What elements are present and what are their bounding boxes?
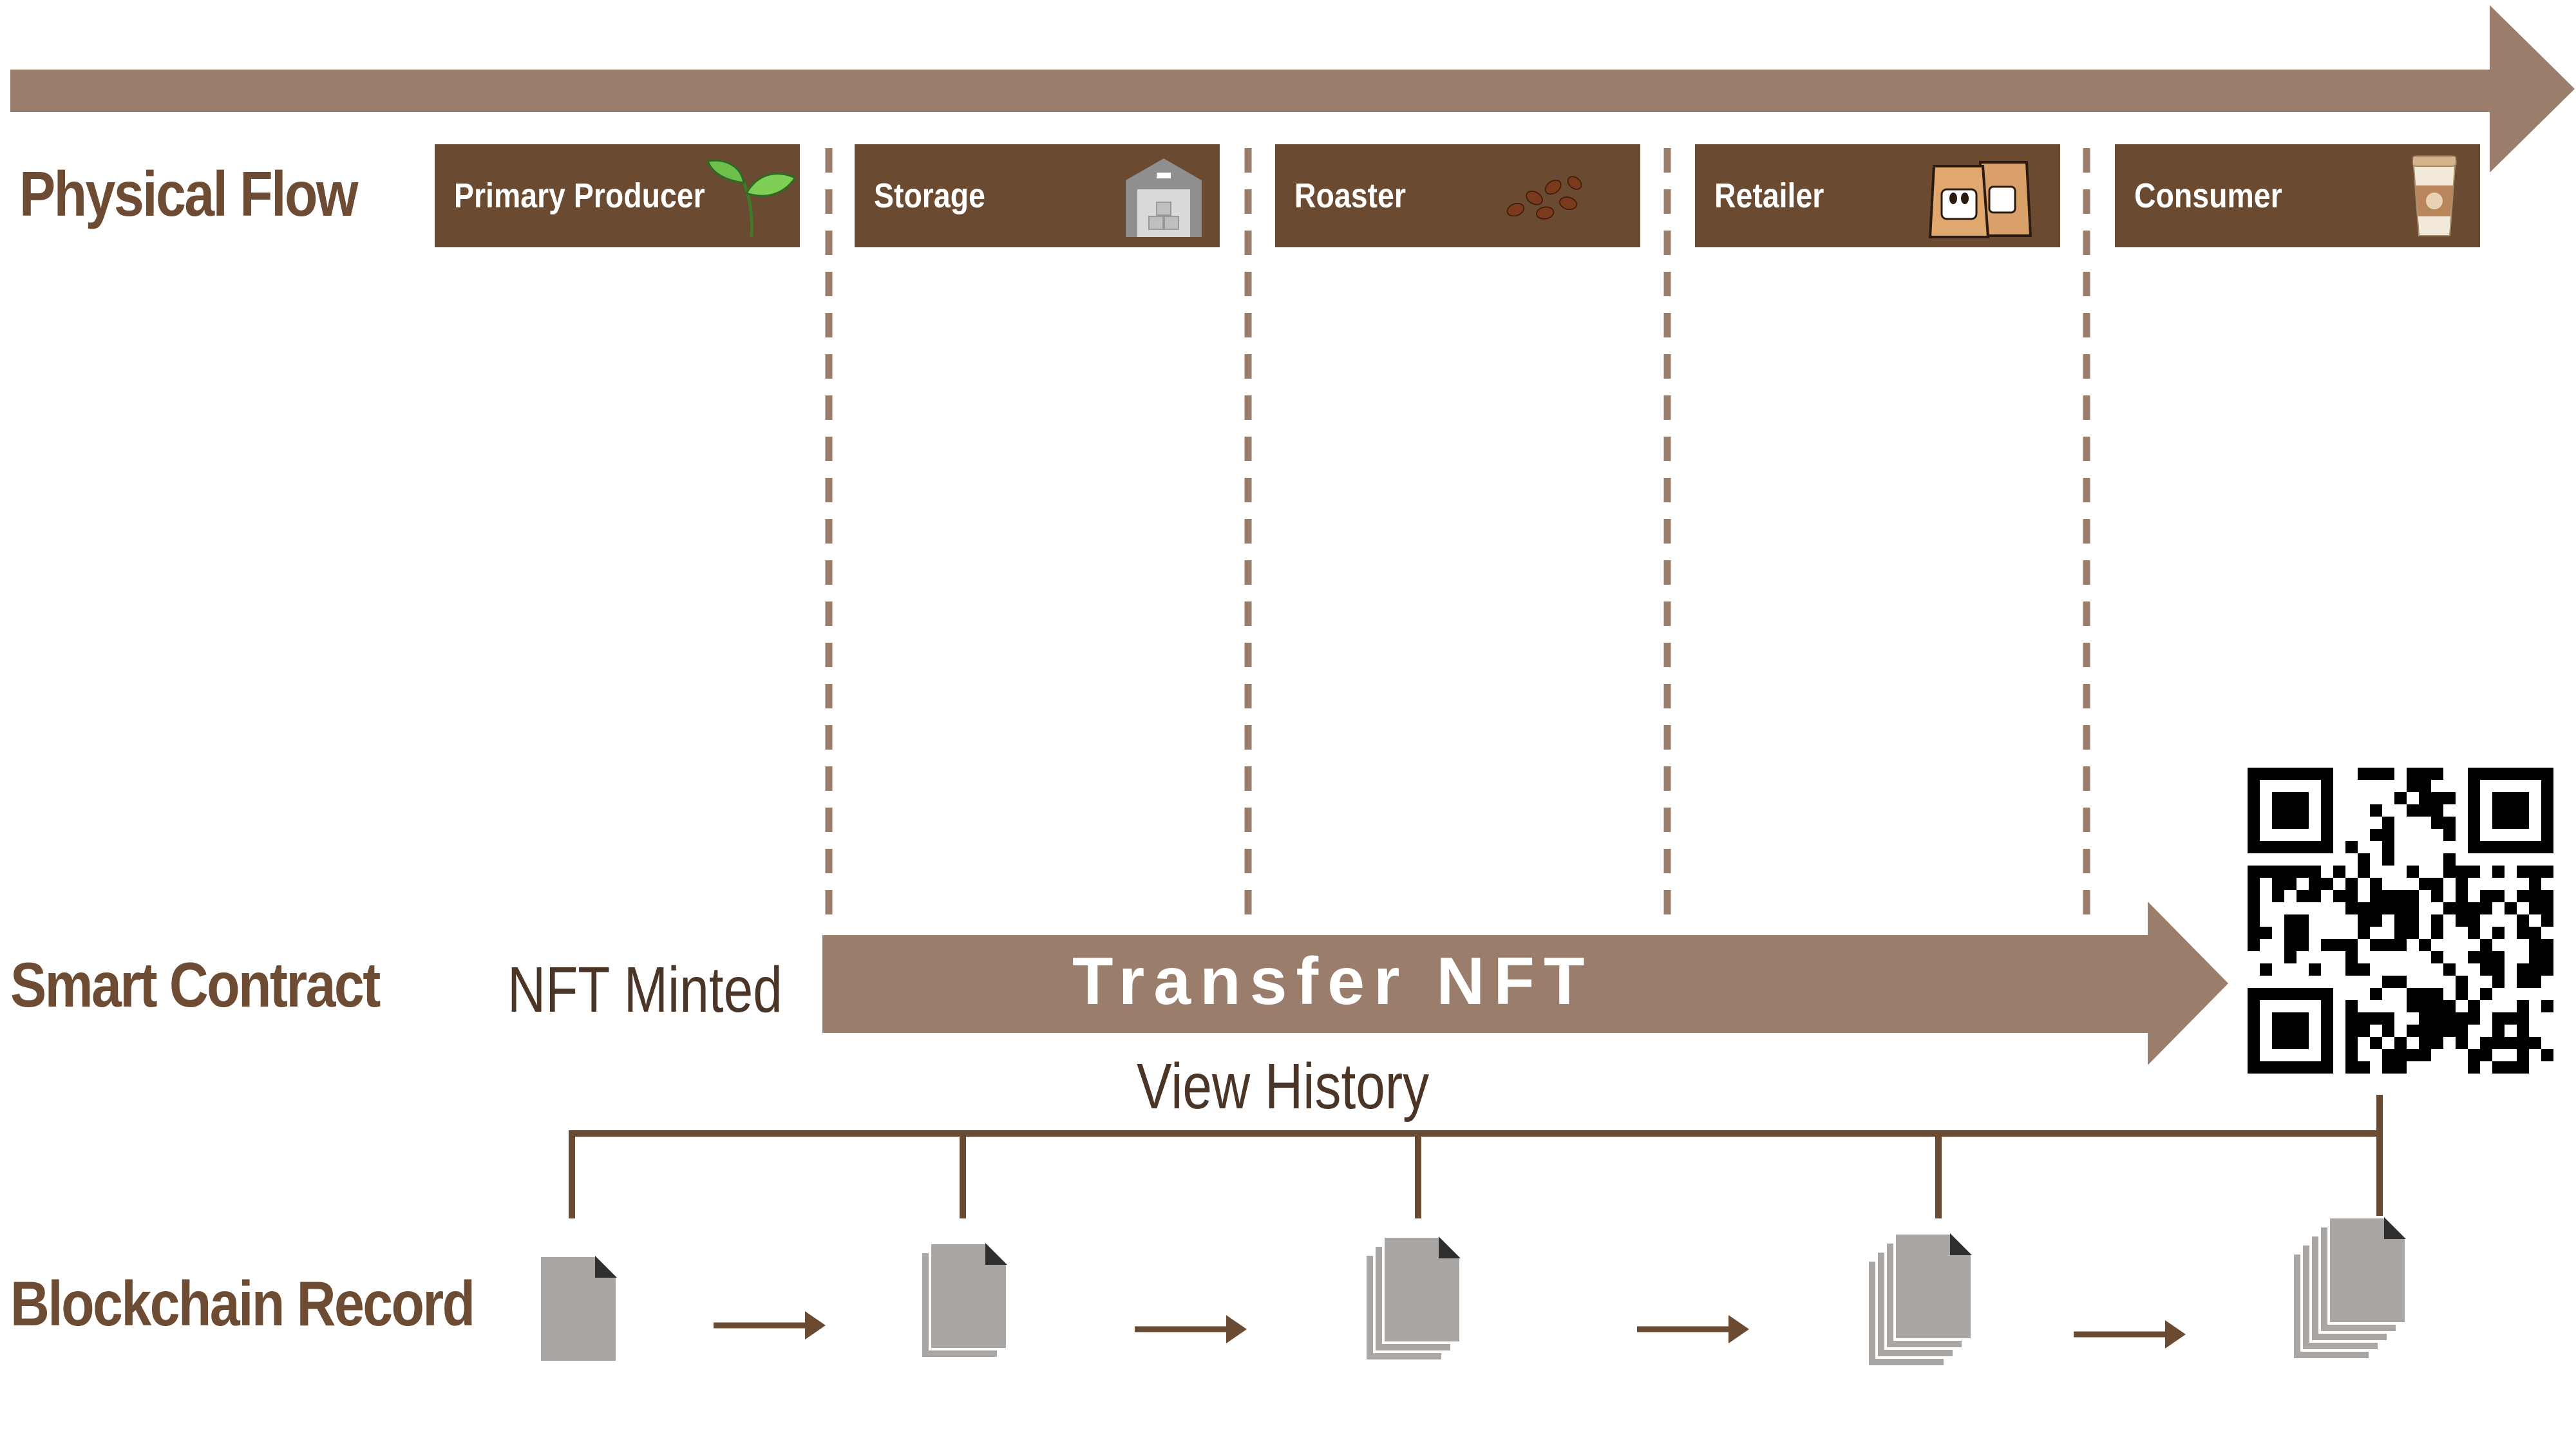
sprout-icon [706, 159, 797, 238]
stage-primary-producer: Primary Producer [435, 144, 800, 247]
document-fold [985, 1243, 1007, 1265]
transfer-nft-label: Transfer NFT [1072, 944, 1594, 1019]
physical-flow-heading: Physical Flow [19, 158, 358, 229]
stage-roaster: Roaster [1275, 144, 1640, 247]
document-icon [538, 1255, 618, 1363]
stage-label: Roaster [1294, 176, 1406, 215]
record-arrow [1135, 1315, 1247, 1343]
record-arrow [714, 1311, 826, 1340]
document-fold [595, 1256, 617, 1278]
stage-label: Retailer [1714, 176, 1824, 215]
coffee-cup-icon [2412, 155, 2457, 236]
stage-storage: Storage [855, 144, 1220, 247]
record-arrows [714, 1311, 2186, 1349]
document-stack-icon [920, 1242, 1009, 1359]
document-icon [1382, 1235, 1462, 1344]
stage-retailer: Retailer [1695, 144, 2060, 247]
blockchain-record-heading: Blockchain Record [10, 1268, 475, 1339]
coffee-bags-icon [1928, 161, 2032, 238]
document-icon [1893, 1232, 1973, 1341]
record-arrow [2074, 1320, 2186, 1349]
physical-flow-arrow [10, 5, 2575, 173]
stage-dividers [825, 148, 2090, 921]
qr-code-icon [2244, 764, 2557, 1077]
warehouse-icon [1126, 158, 1202, 237]
stage-label: Storage [874, 176, 985, 215]
document-stack-icon [538, 1255, 618, 1363]
record-arrow [1637, 1315, 1749, 1343]
transfer-nft-arrow [822, 902, 2228, 1065]
document-icon [929, 1242, 1009, 1350]
document-fold [1950, 1233, 1972, 1255]
nft-minted-label: NFT Minted [507, 954, 782, 1026]
document-stacks [538, 1216, 2407, 1368]
smart-contract-heading: Smart Contract [10, 949, 381, 1020]
history-bracket [569, 1095, 2383, 1218]
stage-consumer: Consumer [2115, 144, 2480, 247]
document-stack-icon [1866, 1232, 1973, 1368]
document-fold [1439, 1236, 1461, 1258]
document-fold [2384, 1217, 2406, 1239]
document-stack-icon [1364, 1235, 1462, 1362]
view-history-label: View History [1137, 1050, 1430, 1122]
stage-label: Consumer [2134, 176, 2282, 215]
coffee-beans-icon [1506, 176, 1582, 220]
document-stack-icon [2291, 1216, 2407, 1361]
stage-label: Primary Producer [454, 176, 705, 215]
document-icon [2327, 1216, 2407, 1325]
